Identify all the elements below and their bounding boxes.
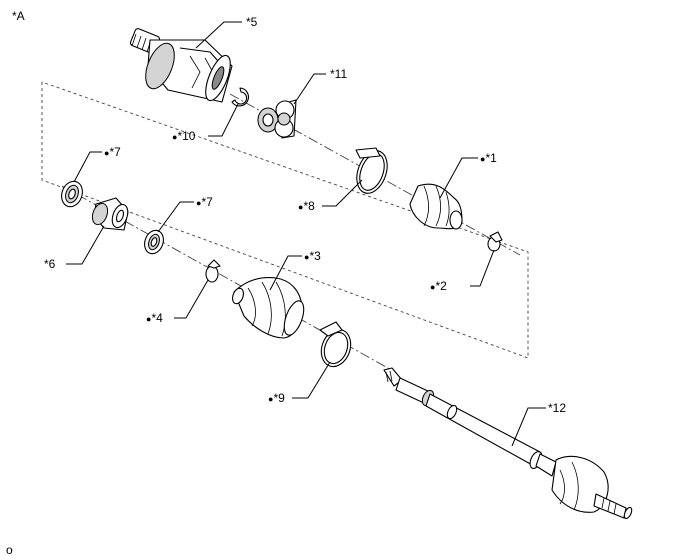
callout-3-text: *3 bbox=[309, 249, 321, 263]
leader-4 bbox=[174, 279, 209, 319]
callout-1-text: *1 bbox=[485, 151, 497, 165]
drive-shaft-assembly bbox=[383, 367, 633, 520]
snap-ring bbox=[231, 87, 249, 107]
leader-7a bbox=[73, 151, 102, 183]
inboard-joint-tulip bbox=[129, 28, 233, 103]
leader-6 bbox=[66, 225, 105, 265]
callout-9-text: *9 bbox=[273, 391, 285, 405]
callout-7a: ●*7 bbox=[104, 145, 121, 159]
callout-9-bullet: ● bbox=[268, 394, 273, 404]
callout-7b-bullet: ● bbox=[196, 198, 201, 208]
dust-cover-outer bbox=[61, 180, 83, 208]
leader-3 bbox=[269, 255, 302, 291]
corner-label: *A bbox=[12, 9, 25, 23]
tripod-joint bbox=[257, 99, 297, 139]
callout-7a-bullet: ● bbox=[104, 148, 109, 158]
callout-10-text: *10 bbox=[177, 129, 195, 143]
leader-8 bbox=[322, 179, 363, 207]
callout-7a-text: *7 bbox=[109, 145, 121, 159]
leader-2 bbox=[470, 249, 495, 287]
callout-12: *12 bbox=[548, 401, 566, 415]
callout-4-bullet: ● bbox=[146, 314, 151, 324]
inboard-boot bbox=[409, 183, 463, 230]
callout-9: ●*9 bbox=[268, 391, 285, 405]
callout-2-bullet: ● bbox=[430, 282, 435, 292]
callout-3: ●*3 bbox=[304, 249, 321, 263]
callout-8-bullet: ● bbox=[298, 202, 303, 212]
leader-10 bbox=[208, 103, 239, 137]
callout-10: ●*10 bbox=[172, 129, 196, 143]
callout-3-bullet: ● bbox=[304, 252, 309, 262]
leader-9 bbox=[292, 361, 331, 399]
callout-11: *11 bbox=[330, 67, 347, 81]
inboard-boot-clamp-small bbox=[487, 231, 503, 252]
callout-4: ●*4 bbox=[146, 311, 163, 325]
leader-11 bbox=[293, 73, 326, 105]
callout-1-bullet: ● bbox=[480, 154, 485, 164]
callout-5: *5 bbox=[246, 15, 258, 29]
callout-7b: ●*7 bbox=[196, 195, 213, 209]
dust-cover-inner bbox=[144, 229, 164, 255]
callout-2: ●*2 bbox=[430, 279, 447, 293]
leader-5 bbox=[195, 21, 242, 49]
footer-mark: o bbox=[6, 543, 13, 557]
callout-8-text: *8 bbox=[303, 199, 315, 213]
leader-12 bbox=[511, 407, 546, 447]
callout-4-text: *4 bbox=[151, 311, 163, 325]
callout-7b-text: *7 bbox=[201, 195, 213, 209]
leader-1 bbox=[439, 157, 478, 199]
callout-8: ●*8 bbox=[298, 199, 315, 213]
inboard-boot-clamp-large bbox=[355, 147, 388, 194]
outboard-boot-clamp-small bbox=[205, 259, 221, 283]
outboard-boot-clamp-large bbox=[319, 321, 352, 368]
callout-10-bullet: ● bbox=[172, 132, 177, 142]
outboard-boot bbox=[232, 277, 305, 339]
callout-2-text: *2 bbox=[435, 279, 447, 293]
joint-housing bbox=[91, 197, 129, 231]
leader-7b bbox=[157, 201, 194, 233]
callout-1: ●*1 bbox=[480, 151, 497, 165]
callout-6: *6 bbox=[44, 257, 56, 271]
